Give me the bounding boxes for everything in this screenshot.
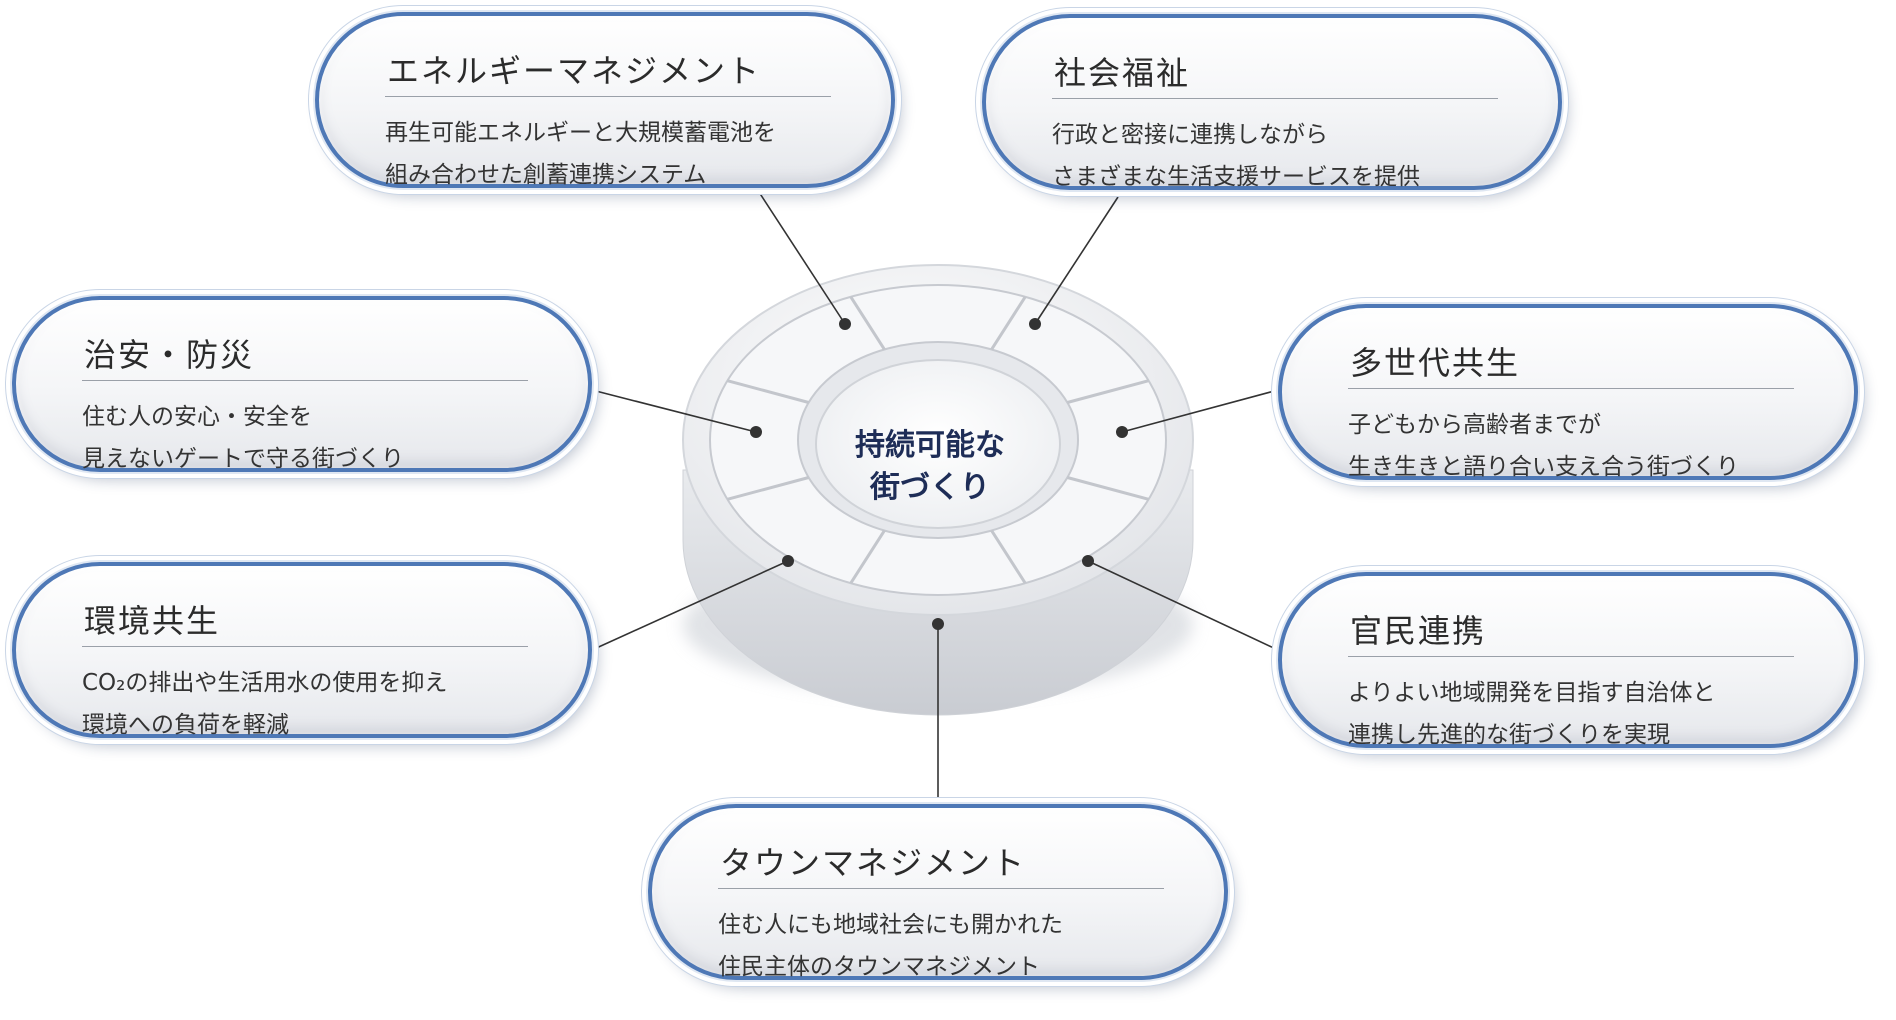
connector-dot-environment	[782, 555, 794, 567]
card-body-line2: 住民主体のタウンマネジメント	[718, 954, 1040, 980]
card-body-line2: 生き生きと語り合い支え合う街づくり	[1348, 454, 1739, 480]
ring-segment-divider	[1066, 379, 1150, 404]
ring-segment-divider	[990, 295, 1027, 351]
ring-segment-divider	[990, 529, 1027, 585]
card-divider	[1052, 98, 1498, 99]
card-body-line2: さまざまな生活支援サービスを提供	[1052, 164, 1420, 190]
connector-dot-town-mgmt	[932, 618, 944, 630]
card-divider	[82, 646, 528, 647]
ring-segment-divider	[849, 529, 886, 585]
card-body: よりよい地域開発を目指す自治体と 連携し先進的な街づくりを実現	[1348, 672, 1716, 756]
card-social-welfare: 社会福祉 行政と密接に連携しながら さまざまな生活支援サービスを提供	[982, 14, 1562, 190]
card-environment: 環境共生 CO₂の排出や生活用水の使用を抑え 環境への負荷を軽減	[12, 562, 592, 738]
card-title: 官民連携	[1350, 612, 1487, 650]
card-title: 多世代共生	[1350, 344, 1521, 382]
card-body-line1: 行政と密接に連携しながら	[1052, 122, 1328, 148]
card-body-line2: 環境への負荷を軽減	[82, 712, 289, 738]
hub-center-disc	[815, 359, 1061, 529]
card-title: タウンマネジメント	[720, 844, 1027, 882]
card-public-private: 官民連携 よりよい地域開発を目指す自治体と 連携し先進的な街づくりを実現	[1278, 572, 1858, 748]
card-energy-management: エネルギーマネジメント 再生可能エネルギーと大規模蓄電池を 組み合わせた創蓄連携…	[315, 12, 895, 188]
card-body-line1: 再生可能エネルギーと大規模蓄電池を	[385, 120, 776, 146]
card-divider	[385, 96, 831, 97]
ring-segment-divider	[849, 295, 886, 351]
connector-dot-safety	[750, 426, 762, 438]
card-divider	[82, 380, 528, 381]
card-divider	[1348, 656, 1794, 657]
connector-dot-generations	[1116, 426, 1128, 438]
card-title: 環境共生	[84, 602, 221, 640]
card-body-line2: 連携し先進的な街づくりを実現	[1348, 722, 1670, 748]
connector-dot-energy	[839, 318, 851, 330]
center-label-line2: 街づくり	[870, 470, 990, 505]
card-safety: 治安・防災 住む人の安心・安全を 見えないゲートで守る街づくり	[12, 296, 592, 472]
card-body-line2: 見えないゲートで守る街づくり	[82, 446, 404, 472]
connector-safety	[591, 389, 757, 433]
center-label: 持続可能な 街づくり	[820, 425, 1040, 509]
ring-segment-divider	[726, 476, 810, 501]
connector-welfare	[1034, 196, 1119, 325]
ring-segment-divider	[1066, 476, 1150, 501]
center-label-line1: 持続可能な	[855, 428, 1005, 463]
connector-dot-public-private	[1082, 555, 1094, 567]
card-body-line1: 住む人にも地域社会にも開かれた	[718, 912, 1063, 938]
card-body-line1: 子どもから高齢者までが	[1348, 412, 1601, 438]
connector-public-private	[1087, 560, 1279, 651]
card-divider	[718, 888, 1164, 889]
card-title: 治安・防災	[84, 336, 255, 374]
connector-dot-welfare	[1029, 318, 1041, 330]
card-body-line2: 組み合わせた創蓄連携システム	[385, 162, 707, 188]
card-body: CO₂の排出や生活用水の使用を抑え 環境への負荷を軽減	[82, 662, 447, 746]
card-body-line1: CO₂の排出や生活用水の使用を抑え	[82, 670, 448, 696]
card-body: 住む人にも地域社会にも開かれた 住民主体のタウンマネジメント	[718, 904, 1063, 988]
card-body: 住む人の安心・安全を 見えないゲートで守る街づくり	[82, 396, 404, 480]
card-title: 社会福祉	[1054, 54, 1191, 92]
ring-segment-divider	[726, 379, 810, 404]
card-divider	[1348, 388, 1794, 389]
connector-environment	[591, 560, 789, 651]
card-body: 子どもから高齢者までが 生き生きと語り合い支え合う街づくり	[1348, 404, 1739, 488]
card-body: 再生可能エネルギーと大規模蓄電池を 組み合わせた創蓄連携システム	[385, 112, 776, 196]
card-body-line1: よりよい地域開発を目指す自治体と	[1348, 680, 1716, 706]
connector-generations	[1121, 389, 1279, 433]
card-body-line1: 住む人の安心・安全を	[82, 404, 312, 430]
card-town-management: タウンマネジメント 住む人にも地域社会にも開かれた 住民主体のタウンマネジメント	[648, 804, 1228, 980]
card-title: エネルギーマネジメント	[387, 52, 762, 90]
card-generations: 多世代共生 子どもから高齢者までが 生き生きと語り合い支え合う街づくり	[1278, 304, 1858, 480]
card-body: 行政と密接に連携しながら さまざまな生活支援サービスを提供	[1052, 114, 1420, 198]
connector-energy	[756, 188, 846, 325]
ring-segment-dividers	[726, 295, 1150, 585]
